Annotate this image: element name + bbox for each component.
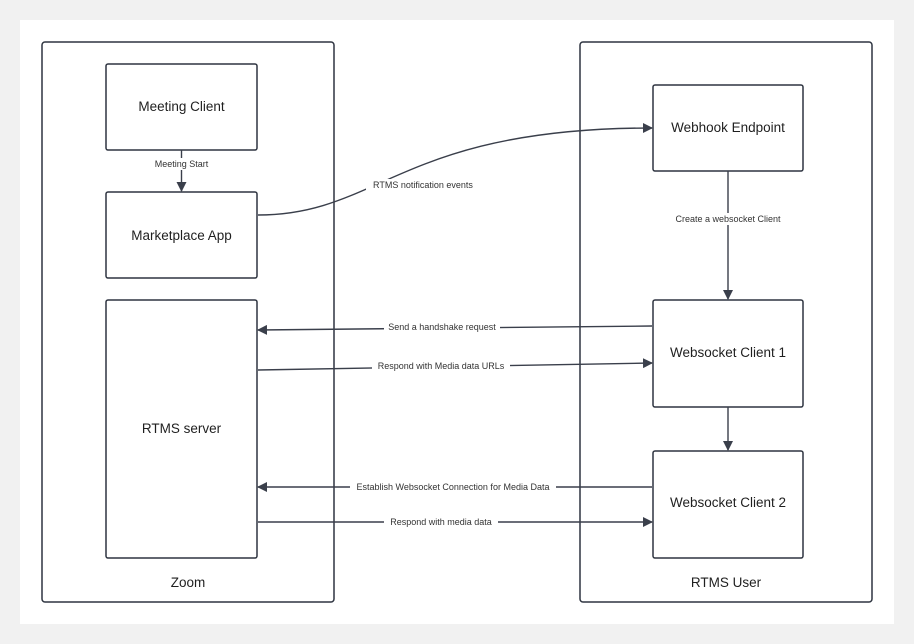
websocket-client-1-label: Websocket Client 1 xyxy=(670,345,786,360)
rtms-user-container-label: RTMS User xyxy=(691,575,762,590)
meeting-client-node[interactable]: Meeting Client xyxy=(105,63,258,151)
edge-create-ws-client: Create a websocket Client xyxy=(669,171,787,300)
edge-respond-media-label: Respond with media data xyxy=(390,517,492,527)
edge-establish-ws-label: Establish Websocket Connection for Media… xyxy=(357,482,550,492)
marketplace-app-label: Marketplace App xyxy=(131,228,232,243)
edge-handshake: Send a handshake request xyxy=(257,321,653,335)
edge-respond-urls-label: Respond with Media data URLs xyxy=(378,361,505,371)
websocket-client-2-node[interactable]: Websocket Client 2 xyxy=(652,450,804,559)
zoom-container-label: Zoom xyxy=(171,575,206,590)
edge-respond-urls: Respond with Media data URLs xyxy=(257,358,653,372)
edge-handshake-label: Send a handshake request xyxy=(388,322,496,332)
rtms-server-node[interactable]: RTMS server xyxy=(105,299,258,559)
edge-create-ws-client-label: Create a websocket Client xyxy=(675,214,781,224)
edge-meeting-start-label: Meeting Start xyxy=(155,159,209,169)
edge-respond-media: Respond with media data xyxy=(258,516,653,528)
webhook-endpoint-label: Webhook Endpoint xyxy=(671,120,785,135)
edge-rtms-notification-label: RTMS notification events xyxy=(373,180,473,190)
marketplace-app-node[interactable]: Marketplace App xyxy=(105,191,258,279)
meeting-client-label: Meeting Client xyxy=(138,99,225,114)
websocket-client-1-node[interactable]: Websocket Client 1 xyxy=(652,299,804,408)
websocket-client-2-label: Websocket Client 2 xyxy=(670,495,786,510)
webhook-endpoint-node[interactable]: Webhook Endpoint xyxy=(652,84,804,172)
edge-establish-ws: Establish Websocket Connection for Media… xyxy=(257,481,652,493)
rtms-server-label: RTMS server xyxy=(142,421,222,436)
edge-rtms-notification: RTMS notification events xyxy=(257,123,653,216)
edge-meeting-start: Meeting Start xyxy=(150,150,214,192)
